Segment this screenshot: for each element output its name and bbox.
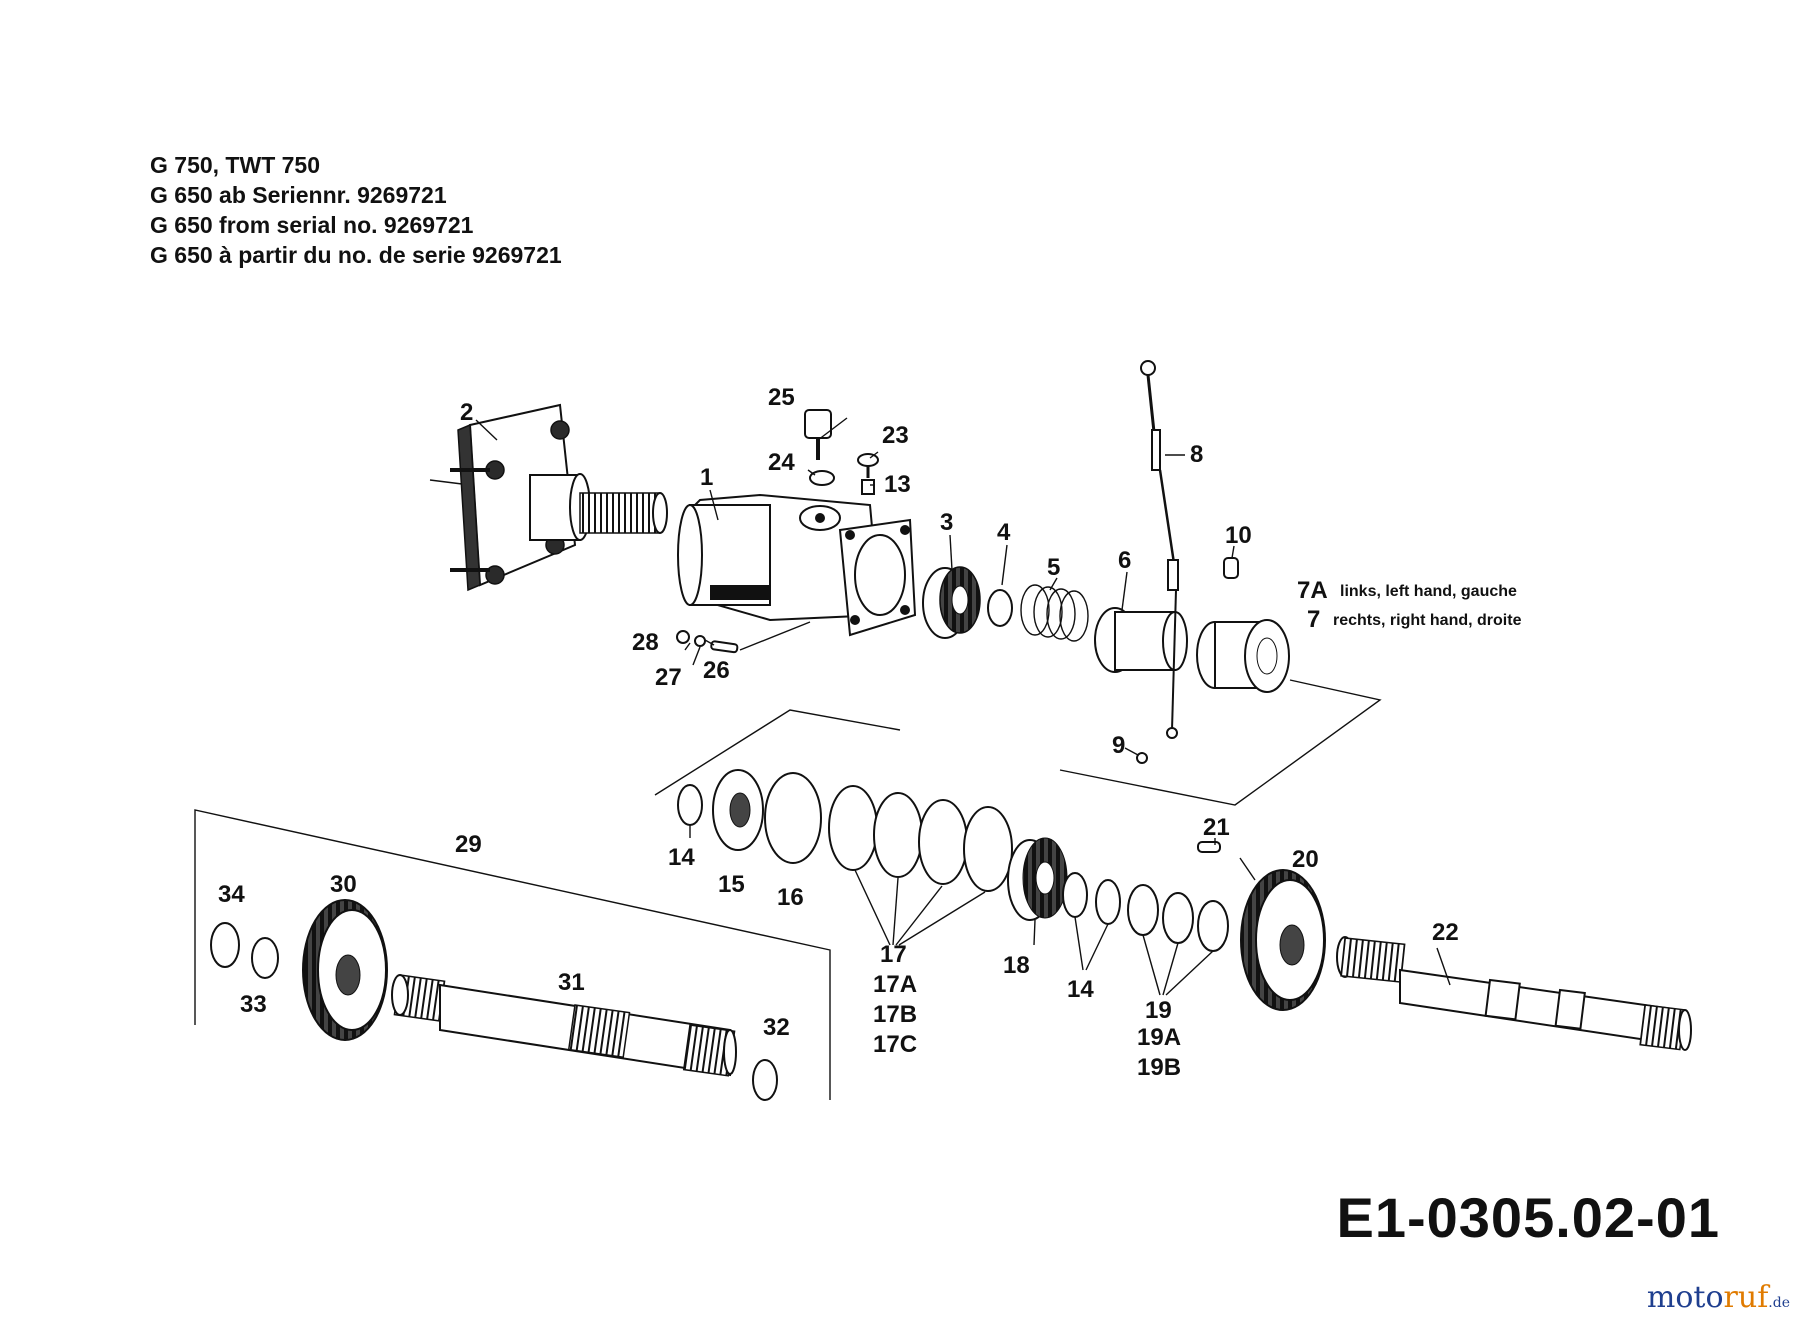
circlip-part-14-left [677,784,703,826]
insert-part-13 [861,479,875,495]
nut-part-9 [1136,752,1148,764]
discs-part-17 [828,785,1013,946]
label-part-27: 27 [655,664,682,691]
label-part-24: 24 [768,449,795,476]
shaft-part-31 [391,974,737,1077]
label-part-4: 4 [997,519,1011,546]
shims-part-19 [1127,884,1229,996]
ring-part-33 [251,937,279,979]
shaft-part-22 [1336,936,1692,1051]
small-parts-26-27-28 [676,621,811,654]
pin-part-10 [1223,557,1239,579]
flange-plate-part-2 [429,403,668,592]
label-part-17c: 17C [873,1031,917,1058]
ring-part-4 [987,589,1013,627]
label-part-19b: 19B [1137,1054,1181,1081]
header-line-3: G 650 from serial no. 9269721 [150,212,474,238]
label-part-1: 1 [700,464,713,491]
circlip-part-34 [210,922,240,968]
label-part-8: 8 [1190,441,1203,468]
group-outline-lower [194,809,831,1100]
header-line-1: G 750, TWT 750 [150,152,321,178]
watermark-brand-accent: ruf [1723,1280,1769,1315]
header-line-4: G 650 à partir du no. de serie 9269721 [150,242,562,268]
label-part-30: 30 [330,871,357,898]
watermark-logo: motoruf.de [1647,1280,1790,1315]
label-part-28: 28 [632,629,659,656]
gear-part-30 [302,899,388,1041]
leader-lines [475,417,1451,986]
label-part-23: 23 [882,422,909,449]
label-part-31: 31 [558,969,585,996]
sleeve-part-6 [1094,607,1188,673]
bearing-part-3 [922,566,981,639]
label-part-15: 15 [718,871,745,898]
group-outline-middle [654,709,901,796]
label-part-33: 33 [240,991,267,1018]
gear-part-20 [1240,869,1326,1011]
washer-part-24 [809,470,835,486]
label-part-19: 19 [1145,997,1172,1024]
screw-part-23 [857,453,879,478]
label-part-14-left: 14 [668,844,695,871]
circlip-part-32 [752,1059,778,1101]
label-part-6: 6 [1118,547,1131,574]
label-part-32: 32 [763,1014,790,1041]
label-part-17b: 17B [873,1001,917,1028]
label-part-20: 20 [1292,846,1319,873]
label-part-26: 26 [703,657,730,684]
watermark-tld: .de [1768,1295,1790,1311]
label-part-17a: 17A [873,971,917,998]
key-part-21 [1197,841,1221,853]
group-outline-upper [1059,679,1382,806]
housing-part-1 [677,493,917,637]
ring-part-16 [764,772,822,864]
label-part-3: 3 [940,509,953,536]
label-part-2: 2 [460,399,473,426]
label-part-34: 34 [218,881,245,908]
label-part-7: 7 [1307,606,1320,633]
drawing-reference-number: E1-0305.02-01 [1336,1186,1720,1249]
label-part-10: 10 [1225,522,1252,549]
label-part-22: 22 [1432,919,1459,946]
label-part-19a: 19A [1137,1024,1181,1051]
circlips-part-14-right [1062,872,1121,971]
clutch-part-7 [1196,619,1290,693]
note-left-hand: links, left hand, gauche [1340,583,1517,600]
label-part-21: 21 [1203,814,1230,841]
label-part-18: 18 [1003,952,1030,979]
bearing-part-18 [1007,837,1068,921]
spring-part-5 [1020,584,1089,642]
label-part-9: 9 [1112,732,1125,759]
header-line-2: G 650 ab Seriennr. 9269721 [150,182,447,208]
label-part-14-right: 14 [1067,976,1094,1003]
label-part-29: 29 [455,831,482,858]
label-part-17: 17 [880,941,907,968]
breather-cap-part-25 [804,409,832,460]
note-right-hand: rechts, right hand, droite [1333,612,1522,629]
label-part-13: 13 [884,471,911,498]
label-part-16: 16 [777,884,804,911]
watermark-brand: moto [1646,1280,1724,1315]
label-part-25: 25 [768,384,795,411]
cable-part-8 [1140,360,1179,739]
label-part-5: 5 [1047,554,1060,581]
label-part-7a: 7A [1297,577,1328,604]
bearing-part-15 [712,769,764,851]
